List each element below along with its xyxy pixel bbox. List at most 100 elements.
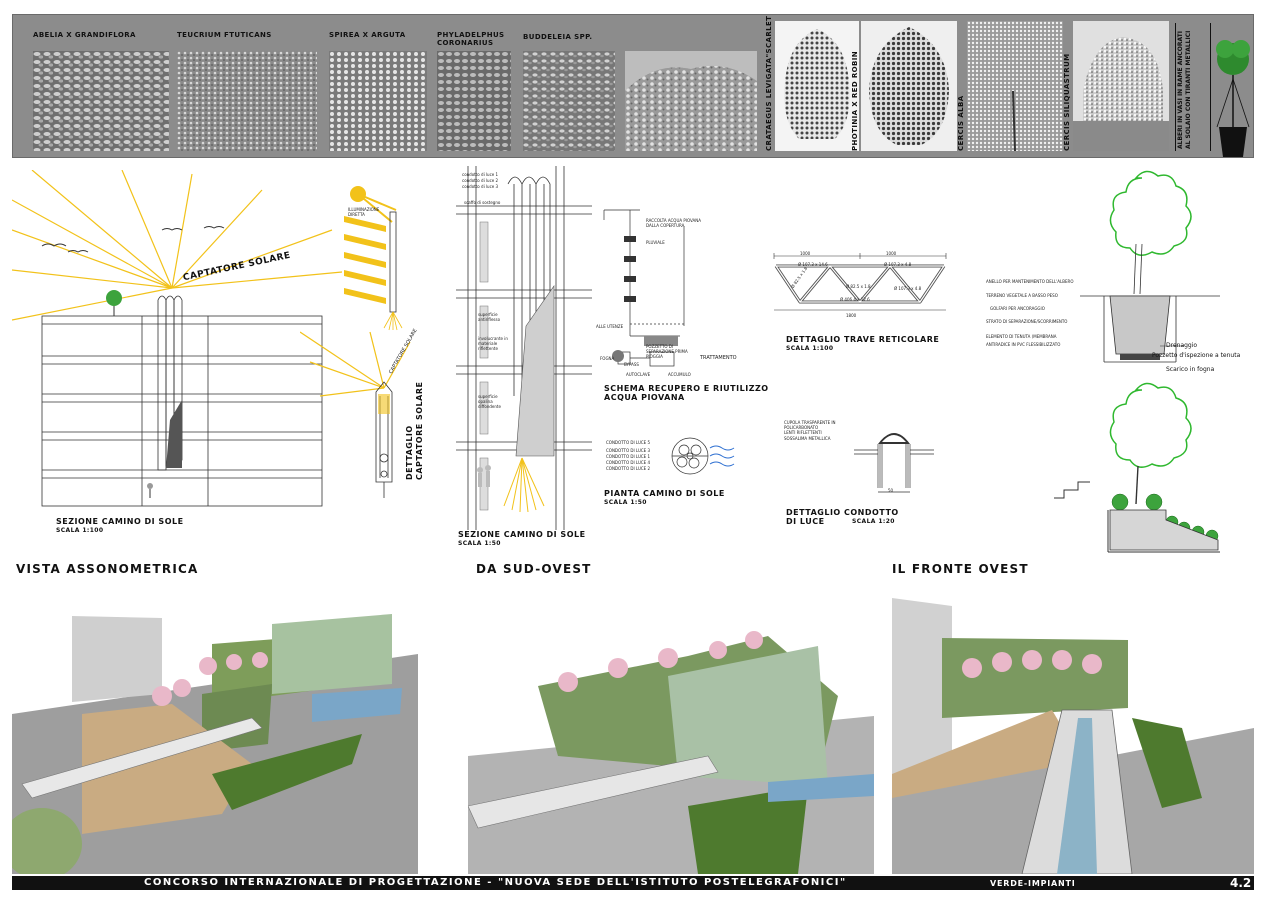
potted-tree-icon (1216, 40, 1250, 157)
competition-title: CONCORSO INTERNAZIONALE DI PROGETTAZIONE… (144, 877, 847, 888)
chimney-section-1-50-scale: SCALA 1:50 (458, 540, 501, 547)
rainwater-scheme-drawing (603, 209, 685, 367)
duct-label-3: condotto di luce 3 (462, 184, 499, 189)
light-duct-note-lenses: LENTI RIFLETTENTI (784, 430, 822, 435)
chimney-plan-title: PIANTA CAMINO DI SOLE (604, 489, 725, 498)
rain-note-bypass: BYPASS (624, 362, 639, 367)
rain-note-storage: ACCUMULO (668, 372, 691, 377)
plan-duct-3: CONDOTTO DI LUCE 3 (606, 448, 651, 453)
tree-photo-crataegus (775, 21, 859, 151)
plan-duct-1: CONDOTTO DI LUCE 1 (606, 454, 651, 459)
plant-label-abelia: ABELIA X GRANDIFLORA (33, 31, 136, 39)
truss-member-1: Ø 107.3 x 14.6 (798, 262, 828, 267)
light-duct-note-dome: CUPOLA TRASPARENTE IN POLICARBONATO (784, 420, 836, 430)
sheet-page-number: 4.2 (1230, 876, 1252, 890)
solar-collector-detail-drawing (300, 186, 411, 498)
light-duct-note-frame: SOSSALIMA METALLICA (784, 436, 831, 441)
rainwater-title-1: SCHEMA RECUPERO E RIUTILIZZO (604, 384, 769, 393)
shrub-photo-spirea (329, 51, 427, 151)
plan-duct-2: CONDOTTO DI LUCE 2 (606, 466, 651, 471)
tree-pit-inspection: Pozzetto d'ispezione a tenuta (1152, 352, 1241, 359)
duct-label-2: condotto di luce 2 (462, 178, 499, 183)
truss-dim-total: 1800 (846, 313, 857, 318)
truss-title: DETTAGLIO TRAVE RETICOLARE (786, 335, 940, 344)
render-south-west-view (468, 606, 874, 874)
shrub-photo-teucrium (177, 51, 317, 151)
heading-axonometric: VISTA ASSONOMETRICA (16, 562, 199, 576)
plant-label-phyladelphus: PHYLADELPHUS CORONARIUS (437, 31, 505, 47)
footer-bar: CONCORSO INTERNAZIONALE DI PROGETTAZIONE… (12, 876, 1254, 890)
rain-note-users: ALLE UTENZE (596, 324, 624, 329)
rain-note-treatment: TRATTAMENTO (700, 355, 737, 361)
plant-species-band: ABELIA X GRANDIFLORA TEUCRIUM FTUTICANS … (12, 14, 1254, 158)
tree-pot-note: ALBERI IN VASI IN RAME ANCORATI AL SOLAI… (1177, 30, 1192, 149)
section-note-antireflective: superficie antiriflesso (478, 312, 501, 322)
tree-label-cercis-siliquastrum: CERCIS SILIQUASTRUM (1063, 53, 1071, 151)
tree-pit-note-anchors: GOLFARI PER ANCORAGGIO (990, 306, 1045, 311)
solar-chimney-section-scale: SCALA 1:100 (56, 527, 104, 534)
solar-chimney-section-title: SEZIONE CAMINO DI SOLE (56, 517, 184, 526)
collector-detail-title-1: DETTAGLIO (405, 425, 414, 480)
rain-note-separator: POZZETTO DI SEPARAZIONE PRIMA PIOGGIA (646, 344, 688, 359)
truss-member-6: Ø 107.3 x 4.8 (894, 286, 922, 291)
light-duct-title-1: DETTAGLIO CONDOTTO (786, 508, 899, 517)
shrub-photo-buddeleia (523, 51, 615, 151)
tree-pit-sewer: Scarico in fogna (1166, 366, 1215, 373)
shrub-photo-phyladelphus (437, 51, 511, 151)
truss-dim-right: 1000 (886, 251, 897, 256)
light-duct-title-2: DI LUCE (786, 517, 825, 526)
planter-tree-drawing (1054, 382, 1220, 553)
tree-label-cercis-alba: CERCIS ALBA (957, 95, 965, 151)
light-duct-dim: 50 (888, 488, 894, 493)
tree-pit-note-antiroot: ANTIRADICE IN PVC FLESSIBILIZZATO (986, 342, 1061, 347)
duct-label-1: condotto di luce 1 (462, 172, 499, 177)
chimney-section-1-50-drawing (456, 166, 592, 530)
light-duct-scale: SCALA 1:20 (852, 518, 895, 525)
sheet-section-label: VERDE-IMPIANTI (990, 879, 1076, 888)
chimney-plan-scale: SCALA 1:50 (604, 499, 647, 506)
tree-pit-note-membrane: ELEMENTO DI TENUTA (MEMBRANA (986, 334, 1057, 339)
tree-label-crataegus: CRATAEGUS LEVIGATA"SCARLET" (765, 14, 773, 151)
tree-pit-drawing (1080, 170, 1220, 363)
tree-photo-cercis-alba (967, 21, 1063, 151)
light-duct-detail-drawing (854, 433, 934, 493)
plan-duct-4: CONDOTTO DI LUCE 4 (606, 460, 651, 465)
tree-photo-photinia (861, 21, 957, 151)
tree-pit-note-separation: STRATO DI SEPARAZIONE/SCORRIMENTO (986, 319, 1068, 324)
rain-note-autoclave: AUTOCLAVE (626, 372, 651, 377)
plant-label-buddeleia: BUDDELEIA SPP. (523, 33, 593, 41)
solar-chimney-section-drawing (12, 170, 342, 507)
truss-detail-drawing (773, 253, 947, 311)
plant-label-spirea: SPIREA X ARGUTA (329, 31, 406, 39)
truss-member-4: Ø 406.4 x 12.6 (840, 297, 870, 302)
tree-label-photinia: PHOTINIA X RED ROBIN (851, 50, 859, 151)
truss-member-5: Ø 82.5 x 1.8 (846, 284, 871, 289)
render-west-front-view (892, 598, 1254, 874)
section-note-support: scaffo di sostegno (464, 200, 501, 205)
render-axonometric-view (12, 584, 418, 874)
tree-pit-note-soil: TERRENO VEGETALE A BASSO PESO (986, 293, 1058, 298)
rainwater-title-2: ACQUA PIOVANA (604, 393, 685, 402)
rain-note-collection: RACCOLTA ACQUA PIOVANA DALLA COPERTURA (646, 218, 701, 228)
plant-label-teucrium: TEUCRIUM FTUTICANS (177, 31, 272, 39)
section-note-reflective: involucrante in materiale riflettente (478, 336, 508, 351)
section-note-opaline: superficie opalina diffondente (478, 394, 501, 409)
chimney-plan-drawing (671, 437, 735, 475)
tree-photo-cercis-siliquastrum (1073, 21, 1169, 151)
rain-note-downpipe: PLUVIALE (646, 240, 665, 245)
shrub-photo-abelia (33, 51, 169, 151)
shrub-photo-mixed (625, 51, 757, 151)
direct-illumination-note: ILLUMINAZIONE DIRETTA (348, 207, 380, 217)
truss-scale: SCALA 1:100 (786, 345, 834, 352)
chimney-section-1-50-title: SEZIONE CAMINO DI SOLE (458, 530, 586, 539)
truss-member-3: Ø 107.3 x 4.8 (884, 262, 912, 267)
rain-note-sewer: FOGNA (600, 356, 615, 361)
collector-detail-title-2: CAPTATORE SOLARE (415, 381, 424, 480)
tree-pit-drainage: Drenaggio (1166, 342, 1198, 349)
plan-duct-5: CONDOTTO DI LUCE 5 (606, 440, 651, 445)
tree-pot-note-box: ALBERI IN VASI IN RAME ANCORATI AL SOLAI… (1175, 23, 1211, 151)
tree-pit-note-ring: ANELLO PER MANTENIMENTO DELL'ALBERO (986, 279, 1074, 284)
heading-west-front: IL FRONTE OVEST (892, 562, 1029, 576)
heading-south-west: DA SUD-OVEST (476, 562, 592, 576)
